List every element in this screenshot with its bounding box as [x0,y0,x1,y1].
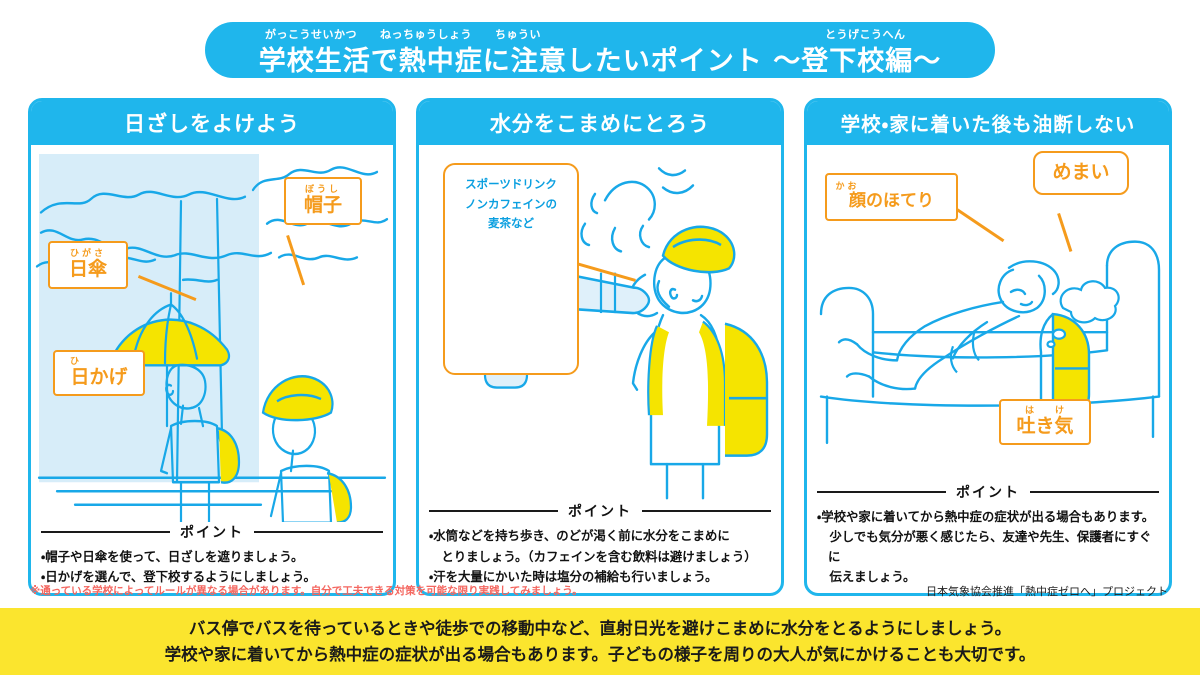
callout-boushi-label: 帽子 [303,193,342,216]
point-item: ・水筒などを持ち歩き、のどが渇く前に水分をこまめに [429,528,730,544]
page-title-banner: 学校生活で熱中症に注意したいポイント ～登下校編～ がっこうせいかつ ねっちゅう… [205,22,995,78]
callout-higasa-ruby: ひがさ [69,248,106,259]
drink-note-line2: ノンカフェインの [465,196,557,211]
point-rule-right [642,510,771,513]
point-header-avoid-sunlight: ポイント [41,522,383,542]
callout-higasa: ひがさ 日傘 [48,241,128,289]
panel-heading-avoid-sunlight: 日ざしをよけよう [31,101,393,145]
banner-line-2: 学校や家に着いてから熱中症の症状が出る場合もあります。子どもの様子を周りの大人が… [164,644,1036,664]
panel-after-arrival: 学校・家に着いた後も油断しない [804,98,1172,596]
title-ruby-necchusho: ねっちゅうしょう [380,28,472,41]
point-rule-left [429,510,558,513]
panel-heading-drink-water: 水分をこまめにとろう [419,101,781,145]
title-pill: 学校生活で熱中症に注意したいポイント ～登下校編～ [205,22,995,78]
callout-memai: めまい [1033,151,1129,195]
drink-note-line1: スポーツドリンク [465,177,557,191]
panel-avoid-sunlight: 日ざしをよけよう [28,98,396,596]
drink-note-line3: 麦茶など [488,216,534,231]
point-list-avoid-sunlight: ・帽子や日傘を使って、日ざしを遮りましょう。 ・日かげを選んで、登下校するように… [41,547,383,586]
point-list-after-arrival: ・学校や家に着いてから熱中症の症状が出る場合もあります。 少しでも気分が悪く感じ… [817,507,1159,586]
illustration-after-arrival: かお 顔のほてり めまい は け 吐き気 [807,145,1169,482]
callout-memai-label: めまい [1052,160,1110,183]
callout-drink-note: スポーツドリンク ノンカフェインの 麦茶など [443,163,579,375]
panel-drink-water: 水分をこまめにとろう [416,98,784,596]
credit-text: 日本気象協会推進「熱中症ゼロへ」プロジェクト [926,585,1168,598]
point-item: ・汗を大量にかいた時は塩分の補給も行いましょう。 [429,568,718,584]
point-item: ・日かげを選んで、登下校するようにしましょう。 [41,568,316,584]
title-ruby-tougekouhen: とうげこうへん [825,28,906,41]
point-item: とりましょう。（カフェインを含む飲料は避けましょう） [429,548,757,564]
callout-hakike-ruby: は け [1024,405,1065,416]
point-item: 伝えましょう。 [817,568,916,584]
illustration-avoid-sunlight: ひがさ 日傘 ぼうし 帽子 ひ 日かげ [31,145,393,522]
sofa-scene-svg [819,240,1161,445]
point-rule-left [817,491,946,494]
point-label: ポイント [956,485,1020,502]
point-block-drink-water: ポイント ・水筒などを持ち歩き、のどが渇く前に水分をこまめに とりましょう。（カ… [419,501,781,593]
callout-kao-label: 顔のほてり [849,190,934,211]
point-list-drink-water: ・水筒などを持ち歩き、のどが渇く前に水分をこまめに とりましょう。（カフェインを… [429,526,771,586]
callout-boushi: ぼうし 帽子 [284,177,362,225]
point-rule-left [41,530,170,533]
panel-heading-after-arrival: 学校・家に着いた後も油断しない [807,101,1169,145]
panel-row: 日ざしをよけよう [28,98,1172,596]
point-rule-right [254,530,383,533]
callout-kao-no-hoteri: かお 顔のほてり [825,173,958,221]
footnote-text: ※通っている学校によってルールが異なる場合があります。自分で工夫できる対策を可能… [30,585,583,597]
point-rule-right [1030,491,1159,494]
page-title: 学校生活で熱中症に注意したいポイント ～登下校編～ [258,45,942,77]
title-ruby-gakkouseikatsu: がっこうせいかつ [265,28,357,41]
banner-line-1: バス停でバスを待っているときや徒歩での移動中など、直射日光を避けこまめに水分をと… [188,618,1012,638]
callout-kao-ruby: かお [835,181,860,192]
callout-hakike-label: 吐き気 [1016,414,1074,437]
callout-hikage-label: 日かげ [70,365,128,388]
bottom-banner: バス停でバスを待っているときや徒歩での移動中など、直射日光を避けこまめに水分をと… [0,608,1200,675]
point-block-after-arrival: ポイント ・学校や家に着いてから熱中症の症状が出る場合もあります。 少しでも気分… [807,482,1169,593]
point-item: 少しでも気分が悪く感じたら、友達や先生、保護者にすぐに [817,529,1152,564]
point-label: ポイント [568,504,632,521]
callout-hikage: ひ 日かげ [53,350,145,396]
callout-hikage-ruby: ひ [69,356,82,367]
callout-higasa-label: 日傘 [68,257,107,280]
callout-boushi-ruby: ぼうし [304,184,341,195]
point-item: ・帽子や日傘を使って、日ざしを遮りましょう。 [41,548,304,564]
callout-hakike: は け 吐き気 [999,399,1091,445]
sunlight-scene-svg [35,153,389,522]
point-label: ポイント [180,524,244,541]
point-header-after-arrival: ポイント [817,482,1159,502]
title-ruby-chui: ちゅうい [495,28,541,41]
illustration-drink-water: スポーツドリンク ノンカフェインの 麦茶など [419,145,781,501]
point-header-drink-water: ポイント [429,501,771,521]
point-block-avoid-sunlight: ポイント ・帽子や日傘を使って、日ざしを遮りましょう。 ・日かげを選んで、登下校… [31,522,393,593]
point-item: ・学校や家に着いてから熱中症の症状が出る場合もあります。 [817,509,1155,525]
